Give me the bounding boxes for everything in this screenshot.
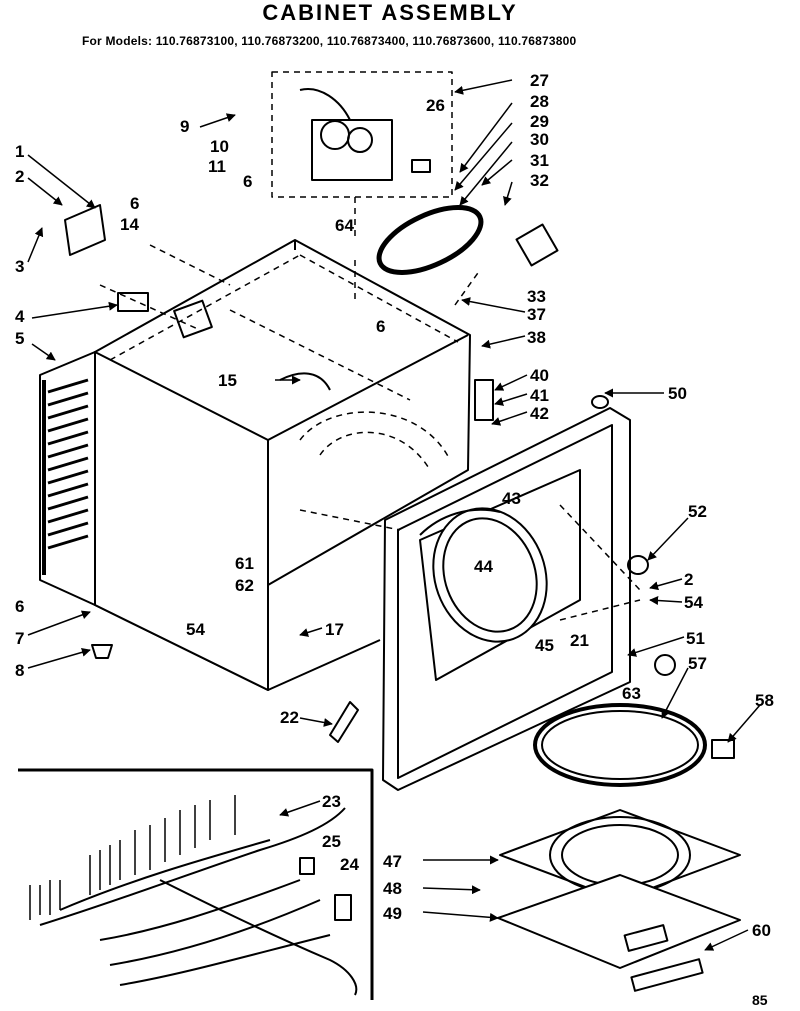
callout-6-b: 6 [243,172,253,191]
callout-9: 9 [180,117,190,136]
callout-28: 28 [530,92,549,111]
callout-8: 8 [15,661,25,680]
callout-44: 44 [474,557,493,576]
callout-48: 48 [383,879,402,898]
models-line: For Models: 110.76873100, 110.76873200, … [82,34,577,48]
callout-42: 42 [530,404,549,423]
callout-24: 24 [340,855,359,874]
callout-31: 31 [530,151,549,170]
callout-22: 22 [280,708,299,727]
lint-seal-assembly [497,703,741,992]
callout-54-front: 54 [684,593,703,612]
page-number: 85 [752,992,768,1008]
callout-23: 23 [322,792,341,811]
drive-belt [376,205,484,275]
callout-1: 1 [15,142,25,161]
front-panel [299,407,641,791]
terminal-block [117,292,149,312]
callout-60: 60 [752,921,771,940]
callout-10: 10 [210,137,229,156]
callout-38: 38 [527,328,546,347]
callout-2: 2 [15,167,25,186]
callout-40: 40 [530,366,549,385]
callout-4: 4 [15,307,25,326]
callout-50: 50 [668,384,687,403]
callout-33: 33 [527,287,546,306]
callout-25: 25 [322,832,341,851]
callout-32: 32 [530,171,549,190]
callout-61: 61 [235,554,254,573]
callout-47: 47 [383,852,402,871]
callout-17: 17 [325,620,344,639]
callout-15: 15 [218,371,237,390]
callout-6-c: 6 [376,317,386,336]
side-panel [39,351,96,606]
callout-62: 62 [235,576,254,595]
wiring-harness-inset [18,768,374,1000]
callout-29: 29 [530,112,549,131]
callout-41: 41 [530,386,549,405]
callout-6-side: 6 [15,597,25,616]
page-title: CABINET ASSEMBLY [262,0,518,25]
callout-3: 3 [15,257,25,276]
callout-64: 64 [335,216,354,235]
callout-52: 52 [688,502,707,521]
callout-37: 37 [527,305,546,324]
callout-14: 14 [120,215,139,234]
motor-assembly-box [271,71,453,198]
callout-49: 49 [383,904,402,923]
callout-63: 63 [622,684,641,703]
callout-26: 26 [426,96,445,115]
callout-6-a: 6 [130,194,140,213]
callout-51: 51 [686,629,705,648]
callout-30: 30 [530,130,549,149]
callout-57: 57 [688,654,707,673]
callout-5: 5 [15,329,25,348]
callout-54-rear: 54 [186,620,205,639]
callout-45: 45 [535,636,554,655]
callout-7: 7 [15,629,25,648]
callout-2-front: 2 [684,570,694,589]
callout-43: 43 [502,489,521,508]
access-cover [64,204,106,256]
callout-21: 21 [570,631,589,650]
callout-58: 58 [755,691,774,710]
callout-27: 27 [530,71,549,90]
callout-11: 11 [208,157,226,176]
